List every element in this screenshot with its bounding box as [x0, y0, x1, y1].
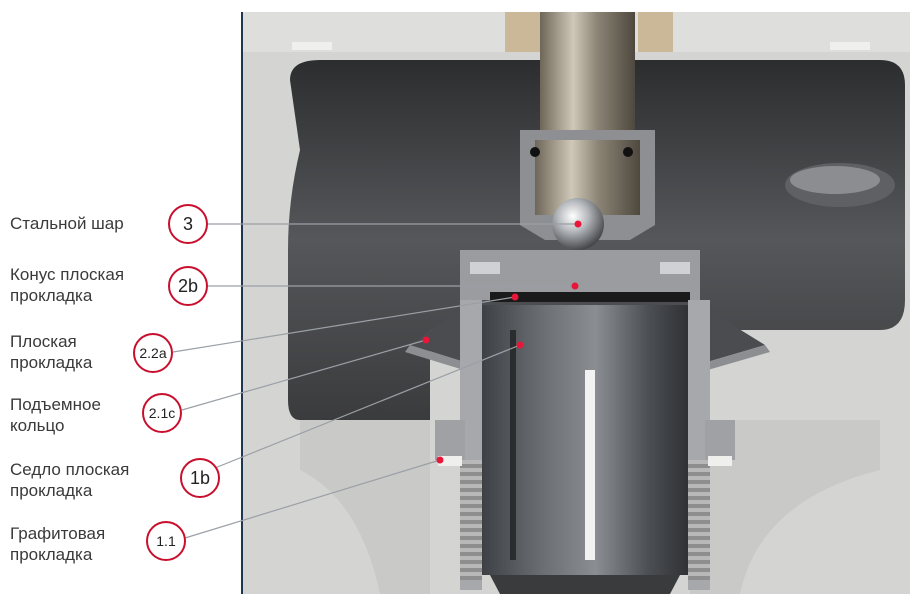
- leader-line-1b: [209, 344, 521, 471]
- marker-dot-3: [574, 220, 582, 228]
- leader-line-1-1: [184, 459, 441, 539]
- label-lifting-ring: Подъемное кольцо: [10, 395, 101, 435]
- marker-dot-2-1c: [422, 336, 430, 344]
- label-steel-ball: Стальной шар: [10, 214, 124, 233]
- callout-1-1: 1.1: [146, 521, 186, 561]
- marker-dot-1b: [516, 341, 524, 349]
- label-cone-flat-gasket: Конус плоская прокладка: [10, 265, 125, 305]
- marker-dot-2-2a: [511, 293, 519, 301]
- label-flat-gasket: Плоская прокладка: [10, 332, 93, 372]
- leader-line-2-1c: [181, 339, 427, 411]
- label-graphite-gasket: Графитовая прокладка: [10, 524, 106, 564]
- callout-3: 3: [168, 204, 208, 244]
- label-seat-flat-gasket: Седло плоская прокладка: [10, 460, 130, 500]
- marker-dot-1-1: [436, 456, 444, 464]
- callout-1b: 1b: [180, 458, 220, 498]
- callout-2-1c: 2.1c: [142, 393, 182, 433]
- callout-2-2a: 2.2a: [133, 333, 173, 373]
- callout-2b: 2b: [168, 266, 208, 306]
- marker-dot-2b: [571, 282, 579, 290]
- leader-line-2-2a: [172, 296, 516, 353]
